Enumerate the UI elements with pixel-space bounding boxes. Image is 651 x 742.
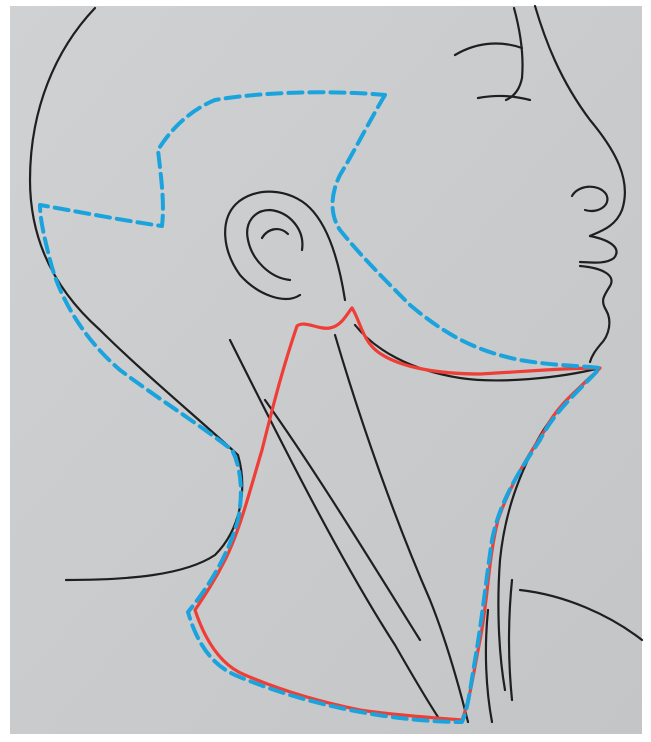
neck-anatomy-illustration [0, 0, 651, 742]
figure-canvas [0, 0, 651, 742]
